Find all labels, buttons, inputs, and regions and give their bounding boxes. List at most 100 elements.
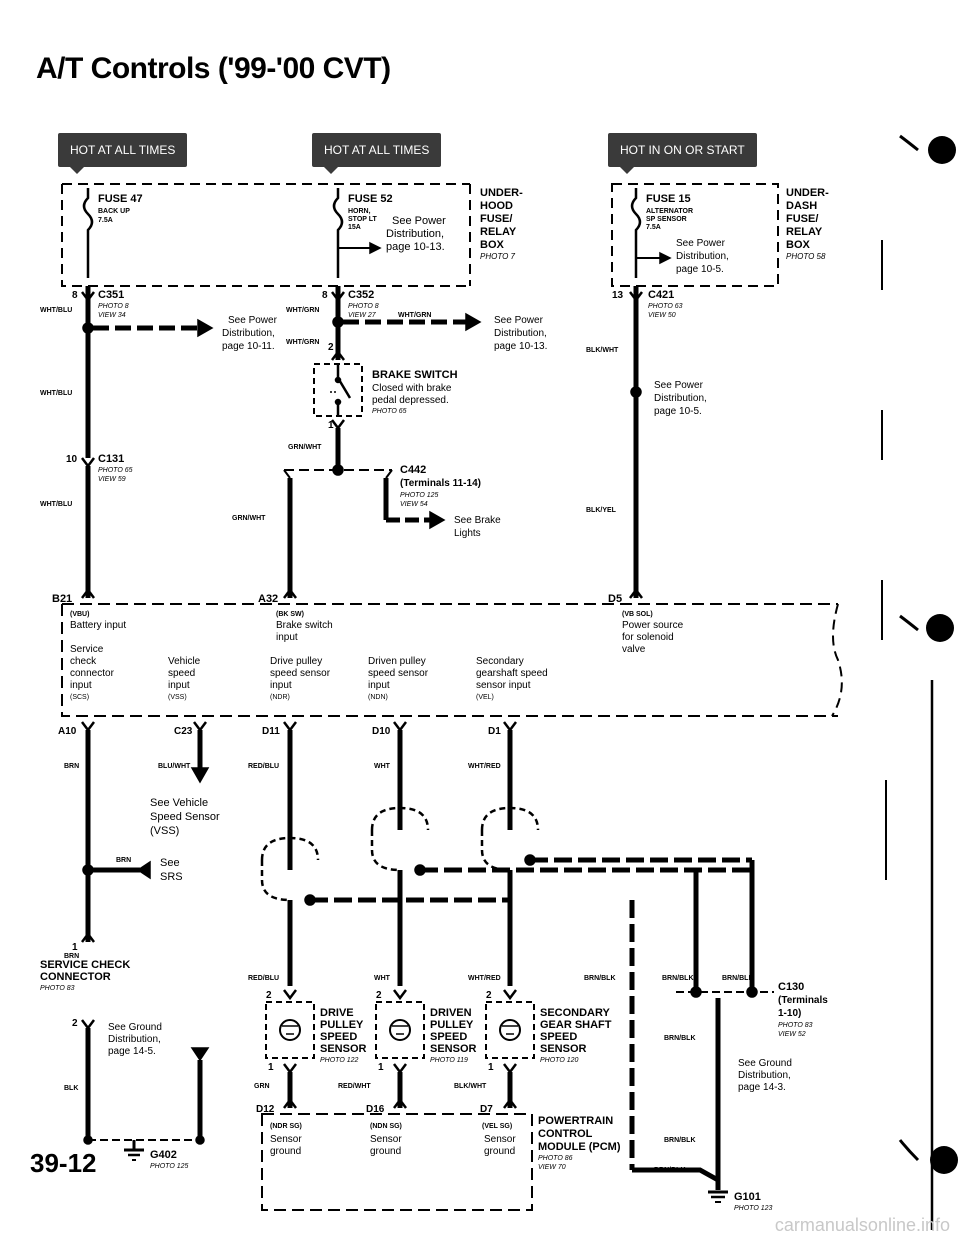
t-brake2: input xyxy=(276,632,298,643)
ufb-label: UNDER- xyxy=(480,187,523,199)
pcm-view: VIEW 70 xyxy=(538,1164,566,1171)
t-dn4: (NDN) xyxy=(368,694,388,701)
t-vss3: input xyxy=(168,680,190,691)
t-scs2: check xyxy=(70,656,97,667)
t-scs5: (SCS) xyxy=(70,694,89,701)
scc-pin1: 1 xyxy=(72,942,78,953)
c352-pin: 8 xyxy=(322,290,328,301)
pin-b21: B21 xyxy=(52,593,72,605)
driven-pin2: 2 xyxy=(376,990,382,1001)
fuse-15-label: FUSE 15 xyxy=(646,193,691,205)
sec-sensor-l4: SENSOR xyxy=(540,1043,587,1055)
c131-view: VIEW 59 xyxy=(98,476,126,483)
c442-term: (Terminals 11-14) xyxy=(400,478,481,489)
hot-at-all-times-badge-2: HOT AT ALL TIMES xyxy=(312,133,442,174)
wire-brnblk3: BRN/BLK xyxy=(722,975,754,982)
c352-view: VIEW 27 xyxy=(348,312,377,319)
c351-note3: page 10-11. xyxy=(222,341,275,352)
c442-label: C442 xyxy=(400,464,426,476)
pin-d7: D7 xyxy=(480,1104,493,1115)
sec-sensor-l2: GEAR SHAFT xyxy=(540,1019,612,1031)
t-dr2: speed sensor xyxy=(270,668,331,679)
c442-photo: PHOTO 125 xyxy=(400,492,438,499)
udf-photo: PHOTO 58 xyxy=(786,252,826,261)
c442-note1: See Brake xyxy=(454,515,501,526)
pin-d16: D16 xyxy=(366,1104,385,1115)
t-dn3: input xyxy=(368,680,390,691)
c130-view: VIEW 52 xyxy=(778,1031,806,1038)
drive-pin1: 1 xyxy=(268,1062,274,1073)
wire-brnblk2: BRN/BLK xyxy=(662,975,694,982)
t-pwr2: for solenoid xyxy=(622,632,674,643)
driven-pulley-sensor-box xyxy=(375,1001,425,1059)
t-dr1: Drive pulley xyxy=(270,656,322,667)
t-vss1: Vehicle xyxy=(168,656,201,667)
c131-connector xyxy=(81,457,95,469)
c421-view: VIEW 50 xyxy=(648,312,676,319)
service-check-label: SERVICE CHECK xyxy=(40,959,130,971)
t-pwr1: Power source xyxy=(622,620,684,631)
fuse-52-amp: 15A xyxy=(348,224,361,231)
sec-sensor-photo: PHOTO 120 xyxy=(540,1057,578,1064)
t-se3: sensor input xyxy=(476,680,531,691)
fuse-15-note3: page 10-5. xyxy=(676,264,724,275)
sec-sensor-l3: SPEED xyxy=(540,1031,577,1043)
fuse-47-sub: BACK UP xyxy=(98,208,130,215)
pcm-top-box xyxy=(61,603,838,717)
page-number: 39-12 xyxy=(30,1148,97,1178)
fuse-52-sub2: STOP LT xyxy=(348,216,378,223)
t-vss4: (VSS) xyxy=(168,694,187,701)
gnd-note2-l1: See Ground xyxy=(738,1058,792,1069)
wire-brnblk4: BRN/BLK xyxy=(664,1035,696,1042)
secondary-gear-shaft-sensor-box xyxy=(485,1001,535,1059)
c130-term1: (Terminals xyxy=(778,995,828,1006)
c352-photo: PHOTO 8 xyxy=(348,303,379,310)
c352-label: C352 xyxy=(348,289,374,301)
underhood-fuse-box-outline xyxy=(61,183,470,287)
drive-sensor-wire: GRN xyxy=(254,1083,270,1090)
g402-photo: PHOTO 125 xyxy=(150,1163,188,1170)
c421-note3: page 10-5. xyxy=(654,406,702,417)
c352-note2: Distribution, xyxy=(494,328,547,339)
c421-note2: Distribution, xyxy=(654,393,707,404)
pin-d1: D1 xyxy=(488,726,501,737)
c351-note1: See Power xyxy=(228,315,278,326)
vss-note-l3: (VSS) xyxy=(150,825,179,837)
udf-label-5: BOX xyxy=(786,239,811,251)
t-batt: Battery input xyxy=(70,620,126,631)
c442-wire: GRN/WHT xyxy=(232,515,266,522)
driven-sensor-label: DRIVEN xyxy=(430,1007,472,1019)
c131-wire2: WHT/BLU xyxy=(40,501,72,508)
pcm-s3a: Sensor xyxy=(484,1134,516,1145)
c421-wire2: BLK/YEL xyxy=(586,507,617,514)
sec-pin2: 2 xyxy=(486,990,492,1001)
t-brake1: Brake switch xyxy=(276,620,333,631)
pcm-label: POWERTRAIN xyxy=(538,1115,613,1127)
g101-photo: PHOTO 123 xyxy=(734,1205,772,1212)
c421-wire1: BLK/WHT xyxy=(586,347,619,354)
c442-note2: Lights xyxy=(454,528,481,539)
watermark: carmanualsonline.info xyxy=(774,1215,950,1235)
drive-sensor-photo: PHOTO 122 xyxy=(320,1057,358,1064)
g402-label: G402 xyxy=(150,1149,177,1161)
hot-at-all-times-badge: HOT AT ALL TIMES xyxy=(58,133,188,174)
brake-photo: PHOTO 65 xyxy=(372,408,407,415)
sig-b21: (VBU) xyxy=(70,611,89,618)
driven-pin1: 1 xyxy=(378,1062,384,1073)
driven-sensor-wire: RED/WHT xyxy=(338,1083,371,1090)
wire-bluwht: BLU/WHT xyxy=(158,763,191,770)
pin-d5: D5 xyxy=(608,593,622,605)
c351-wire: WHT/BLU xyxy=(40,307,72,314)
brake-d2: pedal depressed. xyxy=(372,395,449,406)
udf-label-4: RELAY xyxy=(786,226,823,238)
fuse-15-note1: See Power xyxy=(676,238,726,249)
pcm-l2: CONTROL xyxy=(538,1128,593,1140)
t-se1: Secondary xyxy=(476,656,524,667)
ufb-label-3: FUSE/ xyxy=(480,213,512,225)
fuse-15-note2: Distribution, xyxy=(676,251,729,262)
brake-wire: GRN/WHT xyxy=(288,444,322,451)
gnd-note2-l3: page 14-3. xyxy=(738,1082,786,1093)
ufb-label-5: BOX xyxy=(480,239,505,251)
sig-d5: (VB SOL) xyxy=(622,611,653,618)
c352-wire2: WHT/GRN xyxy=(398,312,431,319)
